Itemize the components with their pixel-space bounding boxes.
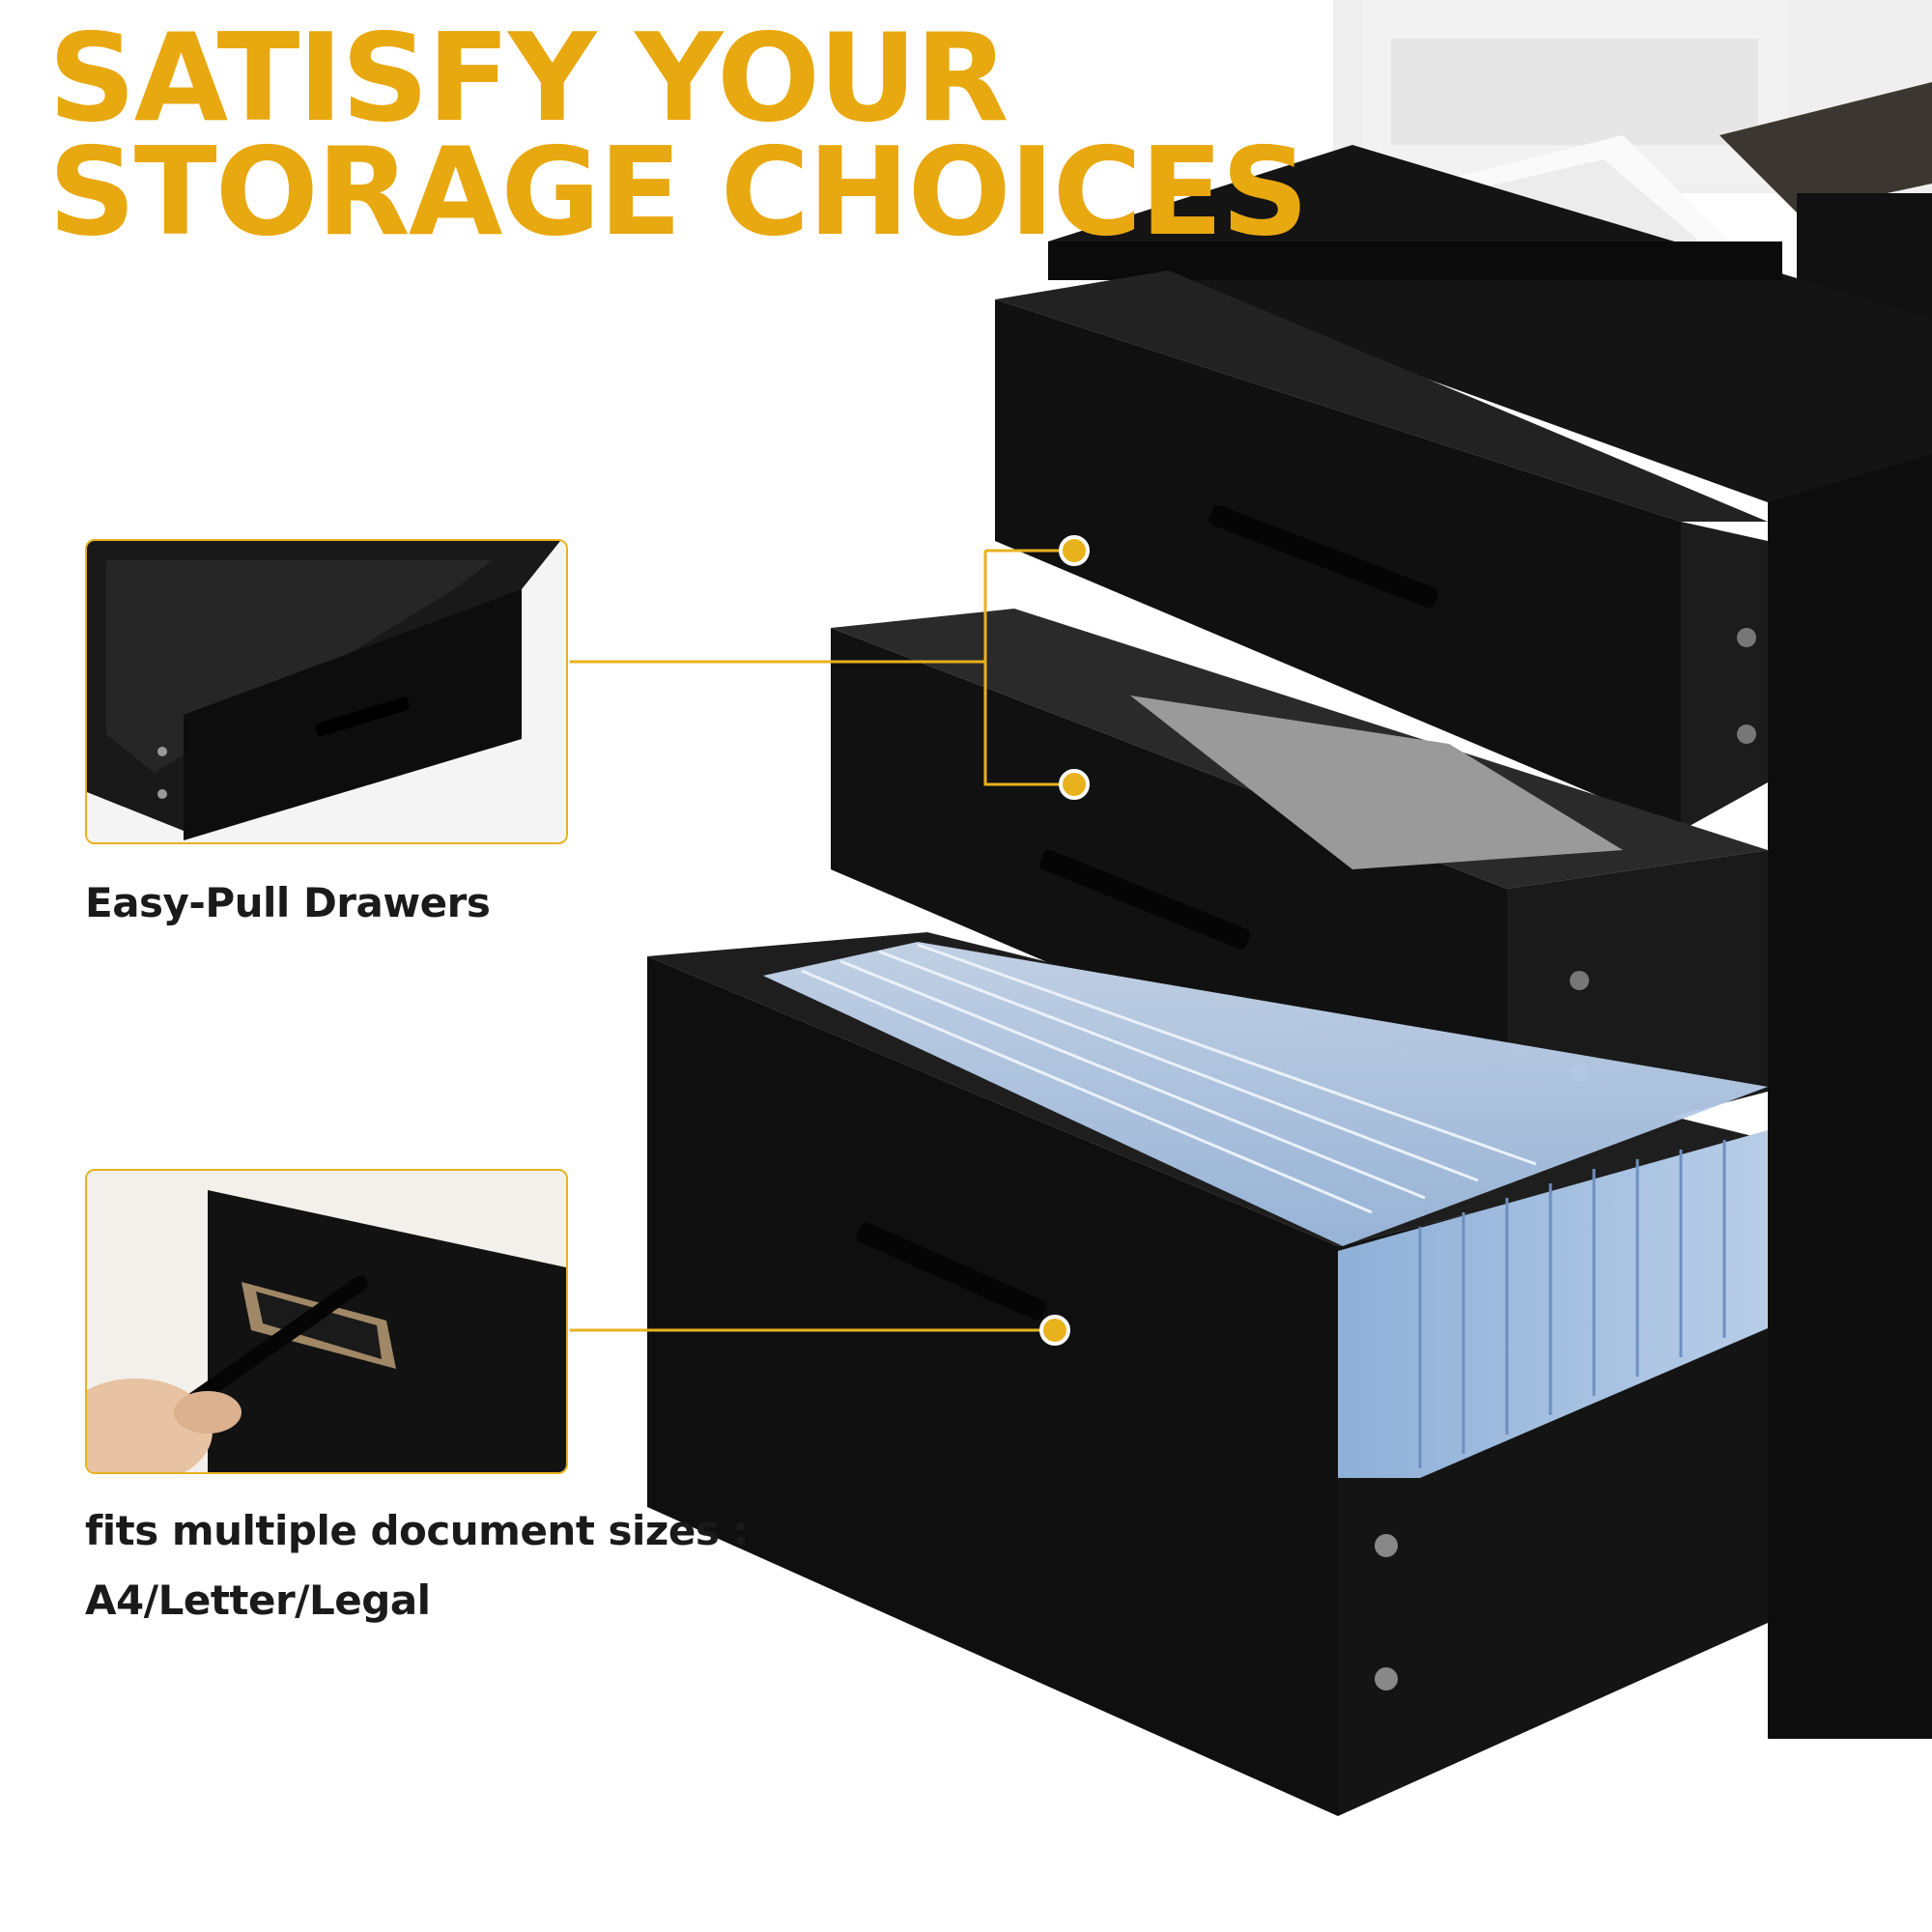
callout-dot-icon bbox=[1039, 1315, 1070, 1346]
callout-dot-icon bbox=[1059, 535, 1090, 566]
drawer-inset-photo bbox=[85, 539, 568, 844]
cabinet-body bbox=[1048, 145, 1932, 1739]
headline: SATISFY YOUR STORAGE CHOICES bbox=[48, 7, 1309, 263]
hanging-folders bbox=[763, 942, 1768, 1478]
headline-line-2: STORAGE CHOICES bbox=[48, 121, 1309, 263]
feature-label-easy-pull: Easy-Pull Drawers bbox=[85, 879, 491, 926]
top-drawer bbox=[995, 270, 1768, 831]
callout-lines bbox=[570, 549, 1072, 1332]
handle-inset-photo bbox=[85, 1169, 568, 1474]
feature-label-sizes-line-1: fits multiple document sizes : bbox=[85, 1507, 749, 1554]
callout-dot-icon bbox=[1059, 769, 1090, 800]
headline-line-1: SATISFY YOUR bbox=[48, 7, 1009, 149]
feature-label-sizes-line-2: A4/Letter/Legal bbox=[85, 1577, 431, 1624]
